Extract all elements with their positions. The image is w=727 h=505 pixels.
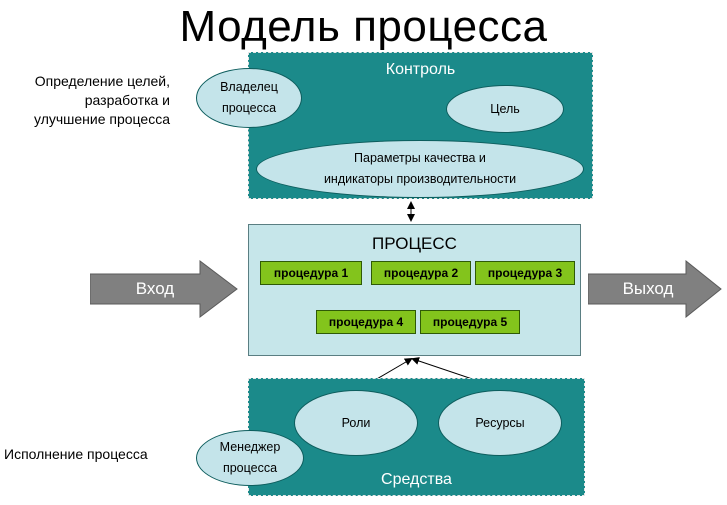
means-panel-title: Средства — [381, 471, 452, 488]
quality-parameters-ellipse: Параметры качества и индикаторы производ… — [256, 140, 584, 198]
input-arrow — [90, 260, 238, 318]
process-owner-ellipse: Владелец процесса — [196, 68, 302, 128]
procedure-1: процедура 1 — [260, 261, 362, 285]
input-label: Вход — [135, 279, 175, 298]
process-manager-ellipse: Менеджер процесса — [196, 430, 304, 486]
process-title: ПРОЦЕСС — [372, 234, 457, 253]
resources-ellipse: Ресурсы — [438, 390, 562, 456]
control-panel-title: Контроль — [385, 61, 456, 78]
output-label: Выход — [622, 279, 674, 298]
procedure-4: процедура 4 — [316, 310, 416, 334]
goals-side-label: Определение целей, разработка и улучшени… — [34, 73, 170, 127]
procedure-2: процедура 2 — [371, 261, 471, 285]
goal-ellipse: Цель — [446, 85, 564, 133]
roles-ellipse: Роли — [294, 390, 418, 456]
execution-side-label: Исполнение процесса — [4, 446, 148, 462]
procedure-3: процедура 3 — [475, 261, 575, 285]
output-arrow — [588, 260, 722, 318]
process-box: ПРОЦЕСС — [248, 224, 581, 356]
procedure-5: процедура 5 — [420, 310, 520, 334]
diagram-title: Модель процесса — [179, 2, 548, 51]
